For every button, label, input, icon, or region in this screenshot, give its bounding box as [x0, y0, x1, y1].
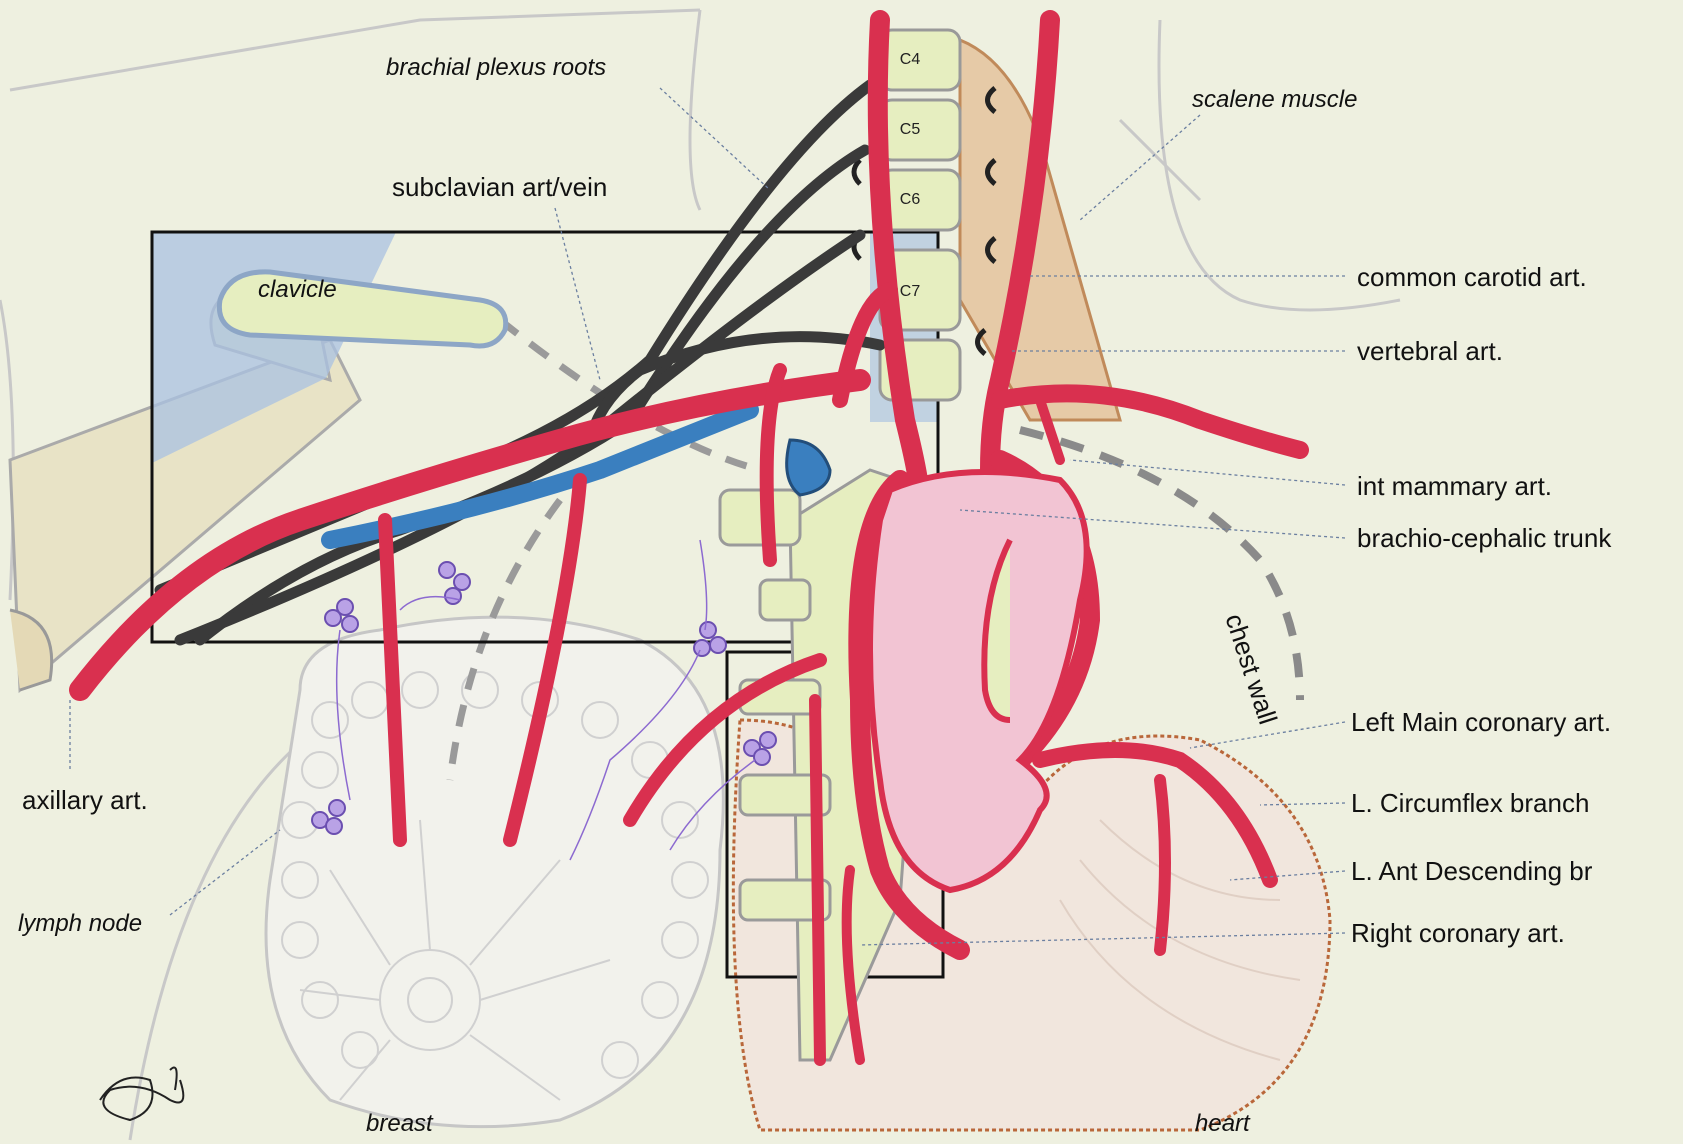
label-clavicle: clavicle — [258, 278, 337, 302]
label-brachio-cephalic-trunk: brachio-cephalic trunk — [1357, 525, 1611, 551]
label-brachial-plexus-roots: brachial plexus roots — [386, 56, 606, 80]
label-left-main-coronary: Left Main coronary art. — [1351, 709, 1611, 735]
label-int-mammary: int mammary art. — [1357, 473, 1552, 499]
label-l-circumflex: L. Circumflex branch — [1351, 790, 1589, 816]
label-heart: heart — [1195, 1112, 1250, 1136]
label-right-coronary: Right coronary art. — [1351, 920, 1565, 946]
vertebra-c6-label: C6 — [890, 192, 930, 208]
label-lymph-node: lymph node — [18, 912, 142, 936]
vertebra-c7-label: C7 — [890, 284, 930, 300]
label-breast: breast — [366, 1112, 433, 1136]
brachiocephalic-vein — [787, 440, 830, 495]
label-common-carotid: common carotid art. — [1357, 264, 1587, 290]
label-subclavian-art-vein: subclavian art/vein — [392, 174, 607, 200]
breast-drawing — [266, 617, 723, 1127]
label-scalene-muscle: scalene muscle — [1192, 88, 1357, 112]
label-l-ant-descending: L. Ant Descending br — [1351, 858, 1592, 884]
vertebra-c5-label: C5 — [890, 122, 930, 138]
label-axillary: axillary art. — [22, 787, 148, 813]
vertebra-c4-label: C4 — [890, 52, 930, 68]
label-vertebral: vertebral art. — [1357, 338, 1503, 364]
